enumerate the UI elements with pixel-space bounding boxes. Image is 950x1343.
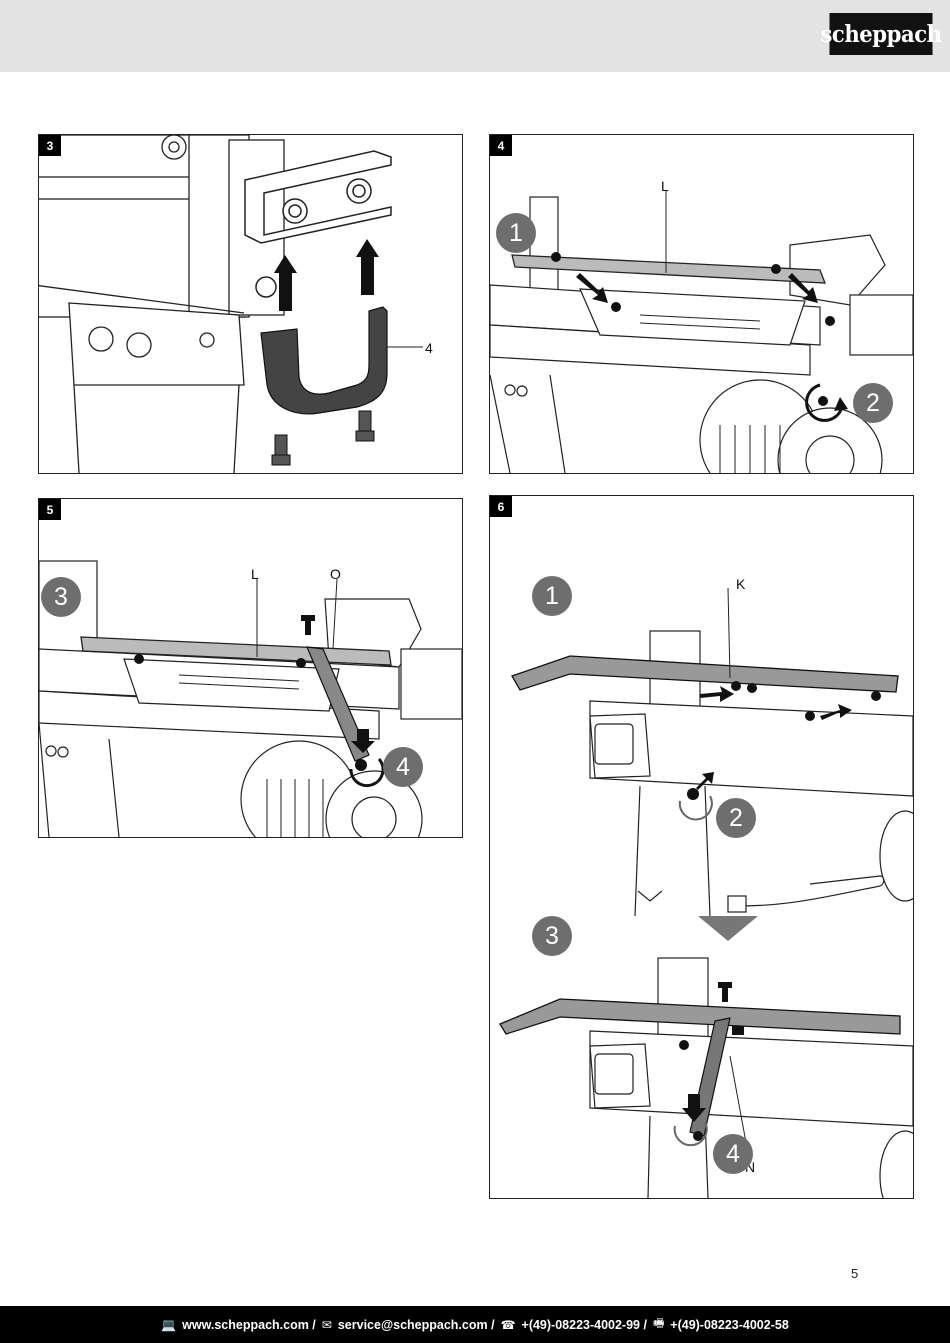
step-1-badge: 1	[496, 213, 536, 253]
part-label-4: 4	[425, 340, 433, 356]
figure-3: 3 4	[38, 134, 463, 474]
header-bar: scheppach	[0, 0, 950, 72]
footer-email-link[interactable]: service@scheppach.com /	[337, 1317, 495, 1332]
brand-logo: scheppach	[820, 13, 942, 55]
step-4-badge: 4	[383, 747, 423, 787]
figure-number: 4	[490, 135, 512, 156]
figure-4: 4 L 1 2	[489, 134, 914, 474]
footer-bar: 💻 www.scheppach.com / ✉ service@scheppac…	[0, 1306, 950, 1343]
step-1-badge: 1	[532, 576, 572, 616]
footer-website-link[interactable]: www.scheppach.com /	[182, 1317, 316, 1332]
step-3-badge: 3	[41, 577, 81, 617]
step-2-badge: 2	[716, 798, 756, 838]
part-label-l: L	[251, 566, 259, 582]
part-label-o: O	[330, 566, 341, 582]
step-4-badge: 4	[713, 1134, 753, 1174]
figure-5: 5	[38, 498, 463, 838]
page-number: 5	[851, 1266, 859, 1281]
figure-6-drawing	[499, 587, 913, 1198]
step-2-badge: 2	[853, 383, 893, 423]
figure-3-drawing	[39, 135, 423, 473]
figure-4-drawing	[490, 191, 913, 473]
figure-number: 3	[39, 135, 61, 156]
figure-number: 5	[39, 499, 61, 520]
part-label-n: N	[745, 1159, 756, 1175]
part-label-k: K	[736, 576, 746, 592]
computer-icon: 💻	[161, 1317, 177, 1332]
mail-icon: ✉	[321, 1317, 332, 1332]
part-label-l: L	[661, 178, 669, 194]
figure-6: 6	[489, 495, 914, 1199]
figure-number: 6	[490, 496, 512, 517]
fax-icon: 🖷	[652, 1316, 665, 1330]
footer-fax: +(49)-08223-4002-58	[670, 1317, 789, 1332]
step-3-badge: 3	[532, 916, 572, 956]
phone-icon: ☎	[500, 1317, 516, 1332]
footer-phone: +(49)-08223-4002-99 /	[521, 1317, 647, 1332]
